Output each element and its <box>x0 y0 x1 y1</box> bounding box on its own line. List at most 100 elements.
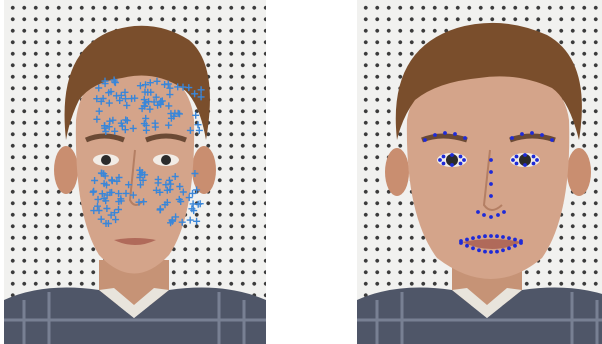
landmark-dot <box>507 246 511 251</box>
plus-marker <box>89 188 97 196</box>
plus-marker <box>113 177 121 185</box>
nose <box>482 149 503 211</box>
mouth <box>462 239 522 249</box>
landmark-dot <box>483 249 487 254</box>
plus-marker <box>178 218 186 226</box>
plus-marker <box>152 186 160 194</box>
face-left <box>4 25 266 344</box>
plus-marker <box>91 177 99 184</box>
plus-marker <box>116 97 124 104</box>
plus-marker <box>111 127 119 135</box>
plus-marker <box>144 88 152 96</box>
landmark-dot <box>471 236 475 241</box>
plus-marker <box>179 83 187 91</box>
plus-marker <box>115 206 122 213</box>
plus-marker <box>179 188 187 196</box>
landmark-dot <box>423 138 427 142</box>
plus-marker <box>191 90 199 98</box>
dot-marker-group <box>423 131 554 254</box>
landmark-dot <box>501 248 505 253</box>
left-pupil <box>446 154 458 166</box>
plus-marker <box>193 186 201 194</box>
landmark-dot <box>510 136 514 140</box>
landmark-dot <box>489 194 493 198</box>
plus-marker <box>97 215 105 223</box>
plus-marker <box>146 105 154 113</box>
plus-marker <box>101 122 108 130</box>
collar <box>452 288 522 318</box>
plus-marker <box>139 176 147 184</box>
plus-marker <box>113 92 120 100</box>
plus-marker <box>106 189 114 197</box>
landmark-dot <box>450 153 454 157</box>
plus-marker <box>194 121 202 129</box>
plus-marker <box>121 126 129 134</box>
plus-marker <box>101 80 109 88</box>
landmark-dot <box>489 250 493 254</box>
plus-marker <box>166 84 174 92</box>
plus-marker <box>197 93 205 101</box>
landmark-dot <box>465 243 469 248</box>
plus-marker <box>156 205 164 213</box>
plus-marker <box>157 100 165 108</box>
landmark-dot <box>511 158 515 162</box>
landmark-dot <box>519 241 523 245</box>
plus-marker <box>122 189 130 197</box>
plus-marker <box>102 128 110 135</box>
plus-marker <box>98 190 106 198</box>
plus-marker <box>94 195 102 203</box>
plus-marker <box>165 102 173 110</box>
landmark-dot <box>459 241 463 245</box>
landmark-dot <box>495 249 499 254</box>
landmark-dot <box>441 154 446 159</box>
landmark-dot <box>513 243 517 248</box>
face-panel-right <box>357 0 602 344</box>
plus-marker <box>152 93 160 101</box>
landmark-dot <box>523 153 527 157</box>
plus-marker <box>162 181 170 189</box>
shirt-plaid <box>357 292 602 344</box>
right-ear <box>192 146 216 194</box>
plus-marker <box>99 95 107 102</box>
plus-marker <box>100 170 108 178</box>
plus-marker <box>153 77 161 85</box>
plus-marker <box>102 197 110 205</box>
plus-marker <box>95 107 103 115</box>
plus-marker <box>111 209 118 217</box>
plus-marker <box>94 202 101 210</box>
landmark-dot <box>441 161 446 166</box>
landmark-dot <box>453 132 457 136</box>
plus-marker <box>136 82 144 90</box>
plus-marker <box>122 116 130 124</box>
left-pupil <box>101 155 111 165</box>
plus-marker <box>140 96 148 104</box>
landmark-dot <box>523 163 527 167</box>
landmark-dot <box>433 133 437 137</box>
plus-marker <box>167 219 175 227</box>
collar <box>99 288 169 318</box>
landmark-dot <box>535 158 539 162</box>
landmark-dot <box>489 170 493 174</box>
plus-marker <box>137 181 144 189</box>
landmark-dot <box>507 236 511 241</box>
plus-marker <box>176 183 184 190</box>
plus-marker <box>135 198 143 206</box>
plus-marker <box>163 198 171 206</box>
plus-marker <box>165 121 173 129</box>
plus-marker <box>166 186 174 193</box>
landmark-dot <box>502 210 506 214</box>
landmark-dot <box>514 161 519 166</box>
plus-marker <box>95 84 103 92</box>
plus-marker <box>150 98 158 106</box>
landmark-dot <box>450 163 454 167</box>
plus-marker <box>105 123 113 131</box>
plus-marker <box>190 207 198 215</box>
landmark-dot <box>477 235 481 239</box>
plus-marker <box>195 126 203 134</box>
plus-marker <box>165 176 173 184</box>
landmark-dot <box>514 154 519 159</box>
plus-marker <box>102 220 110 227</box>
landmark-dot <box>513 237 517 242</box>
landmark-dot <box>462 158 466 162</box>
plus-marker <box>189 200 197 208</box>
